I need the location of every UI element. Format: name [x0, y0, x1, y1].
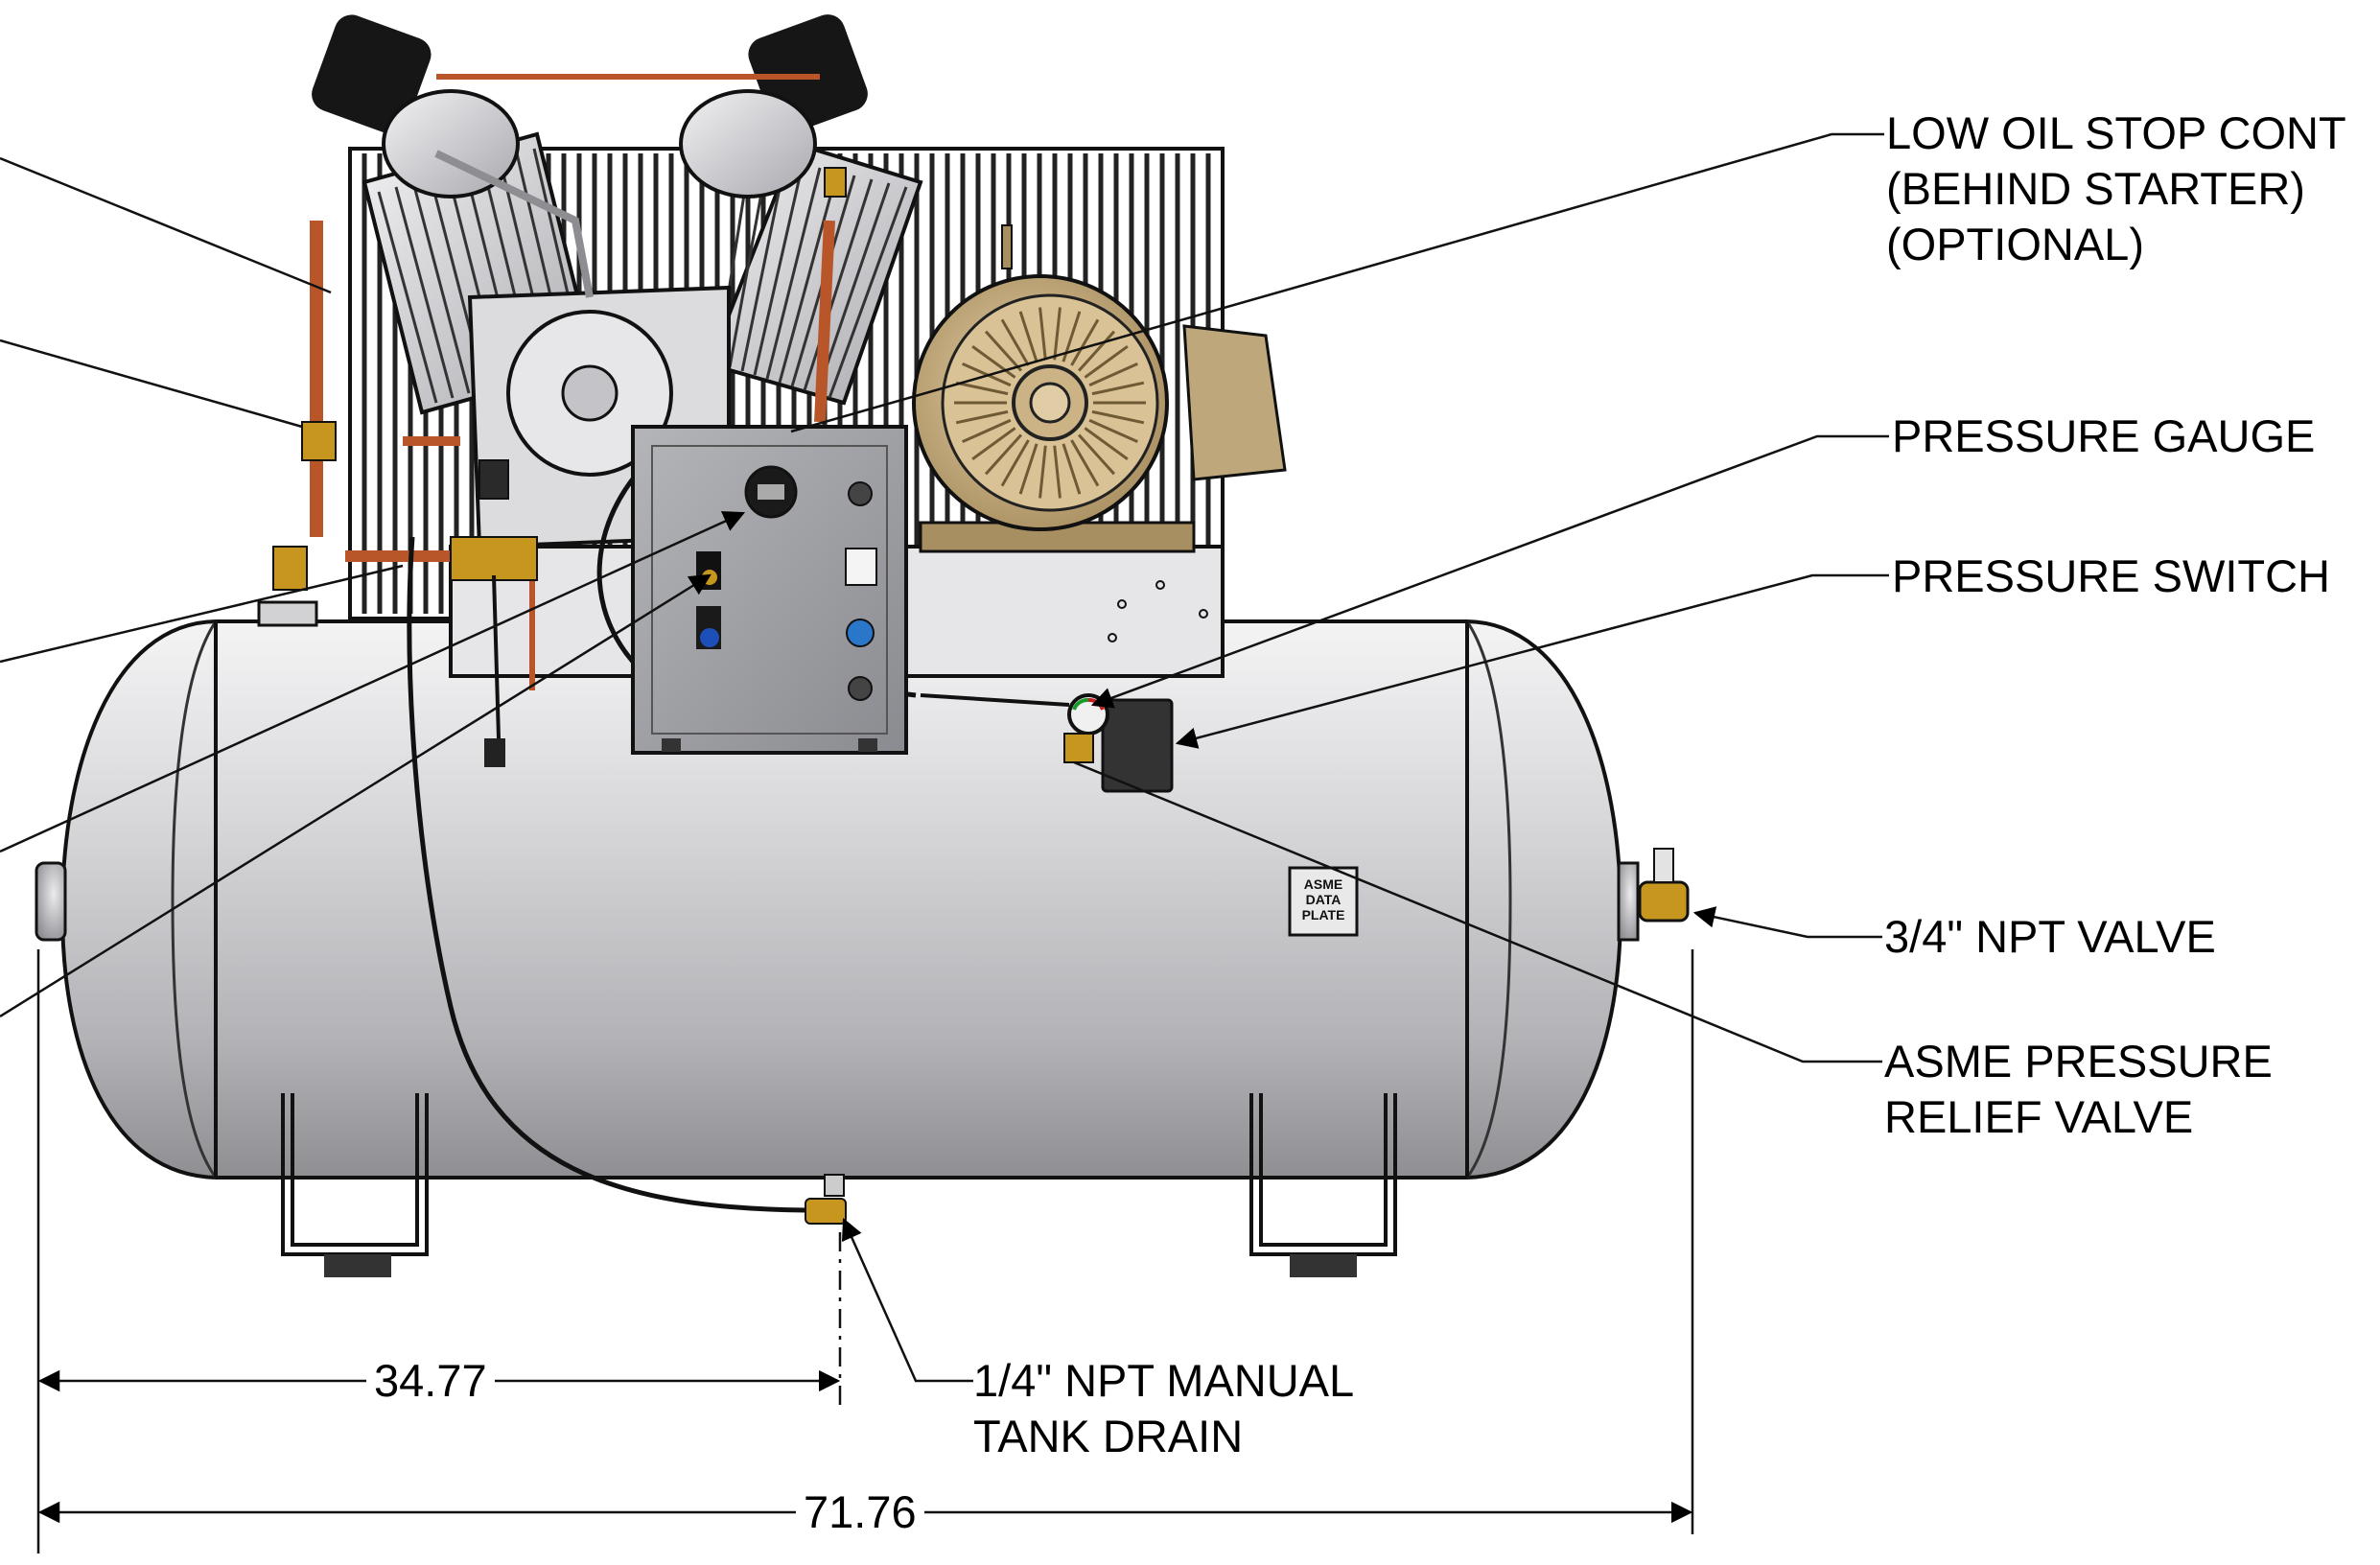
tank-drain-line1: 1/4" NPT MANUAL — [973, 1355, 1355, 1406]
npt-valve — [1617, 848, 1690, 942]
leader-lines — [0, 132, 1889, 1383]
relief-valve-label: ASME PRESSURE RELIEF VALVE — [1884, 1034, 2273, 1145]
npt-valve-label: 3/4" NPT VALVE — [1884, 911, 2216, 962]
asme-plate — [1288, 866, 1359, 937]
asme-plate-line1: ASME — [1303, 876, 1343, 892]
dimension-drain-offset: 34.77 — [366, 1354, 495, 1408]
asme-plate-text: ASME DATA PLATE — [1292, 876, 1355, 923]
tank-drain-valve — [805, 1174, 847, 1225]
left-foot-pad — [324, 1254, 391, 1277]
starter-panel — [631, 425, 908, 755]
gauge-and-switch — [920, 693, 1174, 793]
pressure-gauge-label: PRESSURE GAUGE — [1892, 410, 2316, 461]
electric-motor — [912, 224, 1287, 553]
asme-plate-line3: PLATE — [1301, 907, 1345, 923]
air-tank — [35, 600, 1623, 1180]
right-foot-pad — [1290, 1254, 1357, 1277]
tank-drain-label: 1/4" NPT MANUAL TANK DRAIN — [973, 1353, 1354, 1464]
asme-plate-line2: DATA — [1305, 892, 1342, 907]
pressure-switch-label: PRESSURE SWITCH — [1892, 550, 2330, 601]
tank-drain-line2: TANK DRAIN — [973, 1411, 1244, 1461]
relief-valve-line2: RELIEF VALVE — [1884, 1091, 2194, 1142]
low-oil-line2: (BEHIND STARTER) — [1886, 163, 2305, 214]
low-oil-line3: (OPTIONAL) — [1886, 219, 2144, 269]
low-oil-line1: LOW OIL STOP CONT — [1886, 107, 2346, 158]
low-oil-label: LOW OIL STOP CONT (BEHIND STARTER) (OPTI… — [1886, 105, 2346, 272]
relief-valve-line1: ASME PRESSURE — [1884, 1036, 2273, 1086]
dimension-overall-length: 71.76 — [796, 1485, 924, 1539]
